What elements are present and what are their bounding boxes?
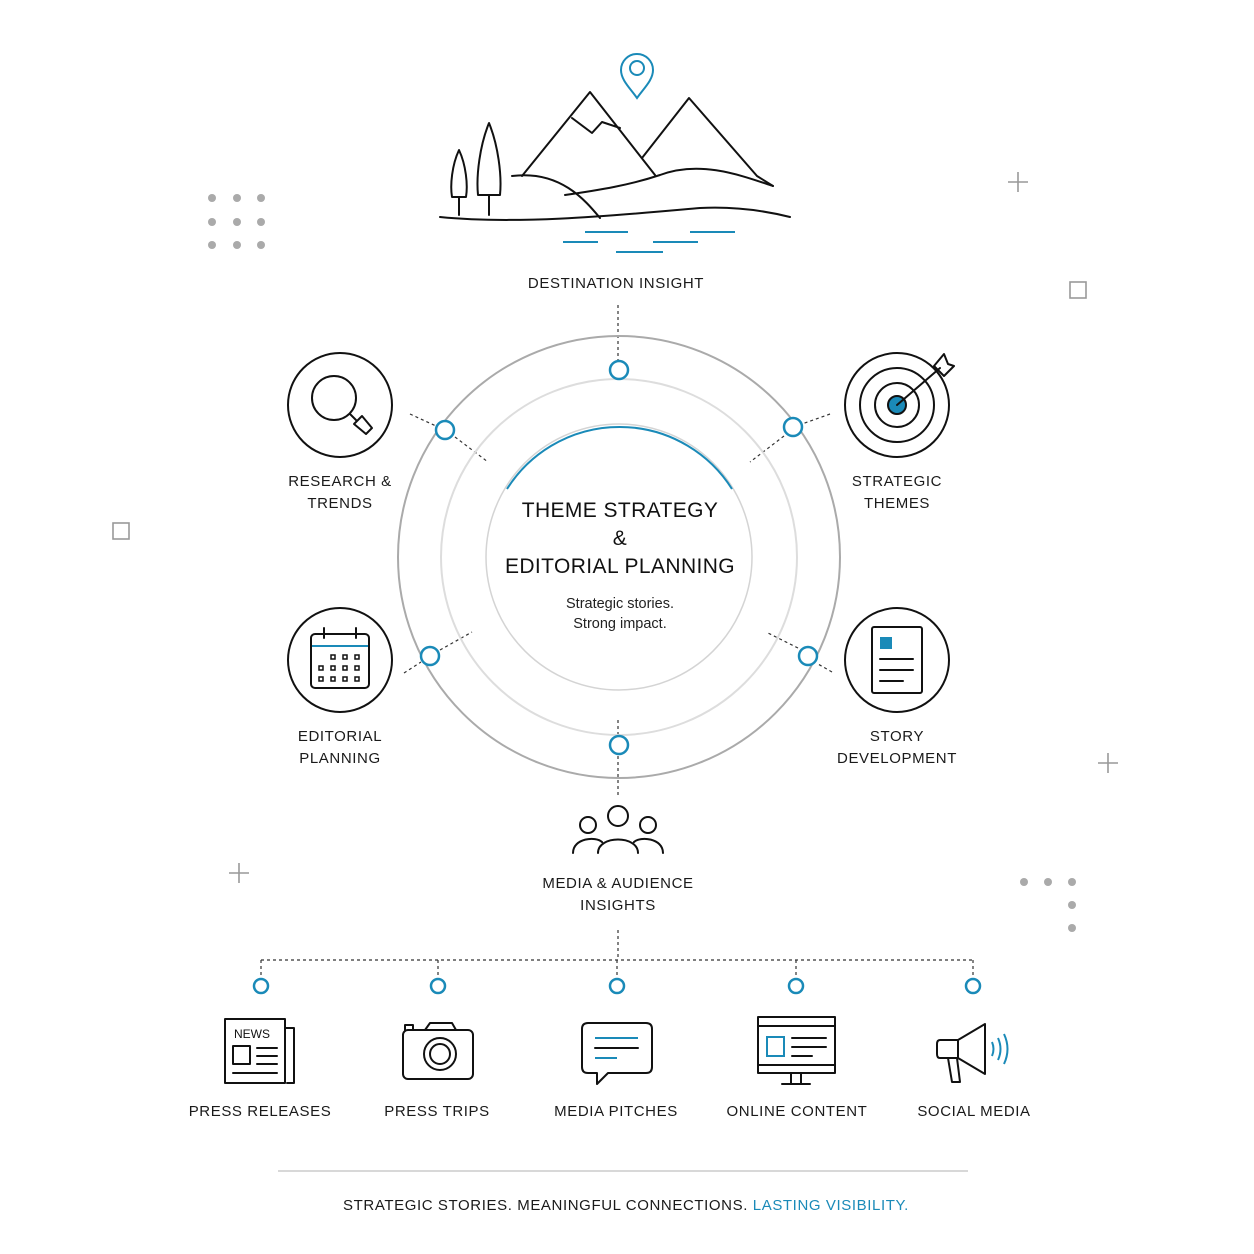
newspaper-icon: NEWS	[224, 1018, 295, 1084]
pillar-label-2b: THEMES	[864, 495, 930, 512]
output-label-press-trips: PRESS TRIPS	[384, 1103, 490, 1120]
calendar-icon	[287, 607, 393, 713]
pillar-label-1a: RESEARCH &	[288, 473, 392, 490]
footer-highlight: LASTING VISIBILITY.	[753, 1197, 909, 1214]
decorations	[112, 172, 1118, 932]
monitor-icon	[757, 1016, 836, 1085]
target-icon	[844, 352, 955, 458]
output-label-press-releases: PRESS RELEASES	[189, 1103, 332, 1120]
pillar-label-2a: STRATEGIC	[852, 473, 942, 490]
pillar-label-3b: PLANNING	[299, 750, 381, 767]
output-label-social-media: SOCIAL MEDIA	[917, 1103, 1030, 1120]
bottom-label-2: INSIGHTS	[580, 897, 656, 914]
center-title-1: THEME STRATEGY	[522, 499, 719, 522]
newspaper-icon-text: NEWS	[234, 1027, 270, 1041]
center-sub-1: Strategic stories.	[566, 596, 674, 612]
top-label: DESTINATION INSIGHT	[528, 275, 704, 292]
pillar-label-4b: DEVELOPMENT	[837, 750, 957, 767]
center-title-3: EDITORIAL PLANNING	[505, 555, 735, 578]
center-title-2: &	[613, 527, 627, 550]
landscape-pin-icon	[439, 53, 791, 253]
ring-nodes	[419, 359, 819, 756]
bottom-label-1: MEDIA & AUDIENCE	[542, 875, 693, 892]
document-icon	[844, 607, 950, 713]
output-nodes	[252, 977, 982, 995]
pillar-label-4a: STORY	[870, 728, 924, 745]
camera-icon	[402, 1022, 474, 1080]
pillar-label-3a: EDITORIAL	[298, 728, 382, 745]
speech-bubble-icon	[581, 1022, 653, 1085]
output-label-media-pitches: MEDIA PITCHES	[554, 1103, 678, 1120]
pillar-label-1b: TRENDS	[307, 495, 372, 512]
magnifier-icon	[287, 352, 393, 458]
megaphone-icon	[936, 1023, 1009, 1083]
people-icon	[572, 805, 664, 854]
footer-main: STRATEGIC STORIES. MEANINGFUL CONNECTION…	[343, 1197, 753, 1214]
center-sub-2: Strong impact.	[573, 616, 667, 632]
output-label-online-content: ONLINE CONTENT	[727, 1103, 868, 1120]
footer-text: STRATEGIC STORIES. MEANINGFUL CONNECTION…	[343, 1197, 909, 1214]
